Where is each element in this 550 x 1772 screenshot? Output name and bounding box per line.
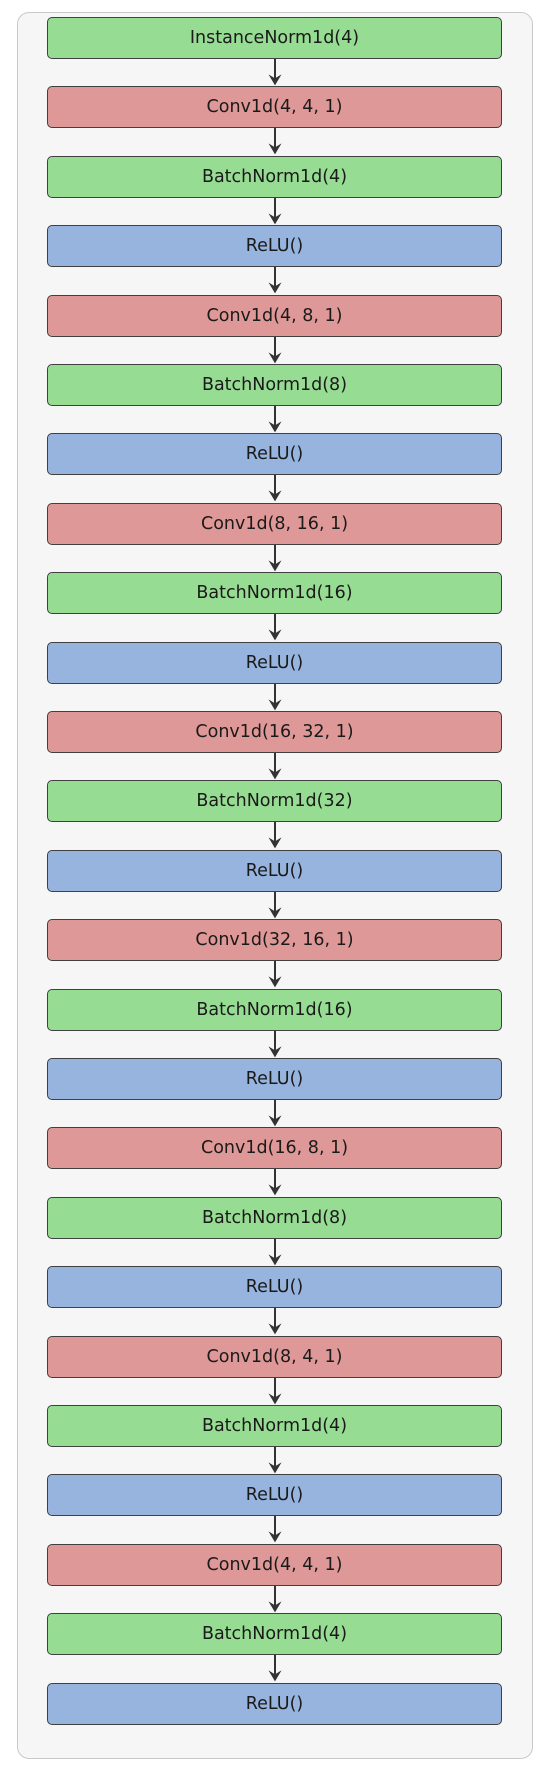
- down-arrow-icon: [268, 1585, 282, 1613]
- layer-norm-box: BatchNorm1d(8): [47, 364, 502, 406]
- layer-norm-box: BatchNorm1d(32): [47, 780, 502, 823]
- down-arrow-icon: [268, 614, 282, 641]
- layer-activation-box: ReLU(): [47, 1058, 502, 1100]
- layer-activation-box: ReLU(): [47, 1474, 502, 1517]
- down-arrow-icon: [268, 1100, 282, 1127]
- layer-norm-box: BatchNorm1d(8): [47, 1196, 502, 1239]
- layer-norm-box: BatchNorm1d(4): [47, 1405, 502, 1447]
- down-arrow-icon: [268, 1238, 282, 1266]
- layer-conv-box: Conv1d(16, 32, 1): [47, 711, 502, 753]
- layer-conv-box: Conv1d(8, 16, 1): [47, 502, 502, 545]
- layer-conv-box: Conv1d(4, 4, 1): [47, 1543, 502, 1586]
- down-arrow-icon: [268, 1516, 282, 1543]
- layer-conv-box: Conv1d(8, 4, 1): [47, 1335, 502, 1378]
- down-arrow-icon: [268, 336, 282, 363]
- down-arrow-icon: [268, 753, 282, 780]
- down-arrow-icon: [268, 822, 282, 849]
- layer-norm-box: BatchNorm1d(16): [47, 572, 502, 615]
- down-arrow-icon: [268, 1377, 282, 1404]
- layer-activation-box: ReLU(): [47, 1266, 502, 1309]
- down-arrow-icon: [268, 406, 282, 433]
- down-arrow-icon: [268, 59, 282, 86]
- down-arrow-icon: [268, 683, 282, 710]
- layer-activation-box: ReLU(): [47, 1682, 502, 1725]
- layer-conv-box: Conv1d(4, 4, 1): [47, 86, 502, 129]
- down-arrow-icon: [268, 267, 282, 294]
- layer-activation-box: ReLU(): [47, 849, 502, 892]
- down-arrow-icon: [268, 1169, 282, 1196]
- layer-conv-box: Conv1d(16, 8, 1): [47, 1127, 502, 1170]
- down-arrow-icon: [268, 1030, 282, 1057]
- down-arrow-icon: [268, 891, 282, 919]
- layer-conv-box: Conv1d(32, 16, 1): [47, 919, 502, 962]
- down-arrow-icon: [268, 128, 282, 155]
- down-arrow-icon: [268, 544, 282, 572]
- down-arrow-icon: [268, 1655, 282, 1682]
- down-arrow-icon: [268, 475, 282, 502]
- layer-norm-box: BatchNorm1d(4): [47, 1613, 502, 1656]
- down-arrow-icon: [268, 961, 282, 988]
- layer-activation-box: ReLU(): [47, 433, 502, 476]
- layer-norm-box: InstanceNorm1d(4): [47, 17, 502, 59]
- layer-activation-box: ReLU(): [47, 641, 502, 684]
- down-arrow-icon: [268, 1447, 282, 1474]
- down-arrow-icon: [268, 1308, 282, 1335]
- layer-norm-box: BatchNorm1d(16): [47, 988, 502, 1031]
- layer-activation-box: ReLU(): [47, 225, 502, 268]
- layer-conv-box: Conv1d(4, 8, 1): [47, 294, 502, 337]
- down-arrow-icon: [268, 197, 282, 225]
- layer-norm-box: BatchNorm1d(4): [47, 155, 502, 198]
